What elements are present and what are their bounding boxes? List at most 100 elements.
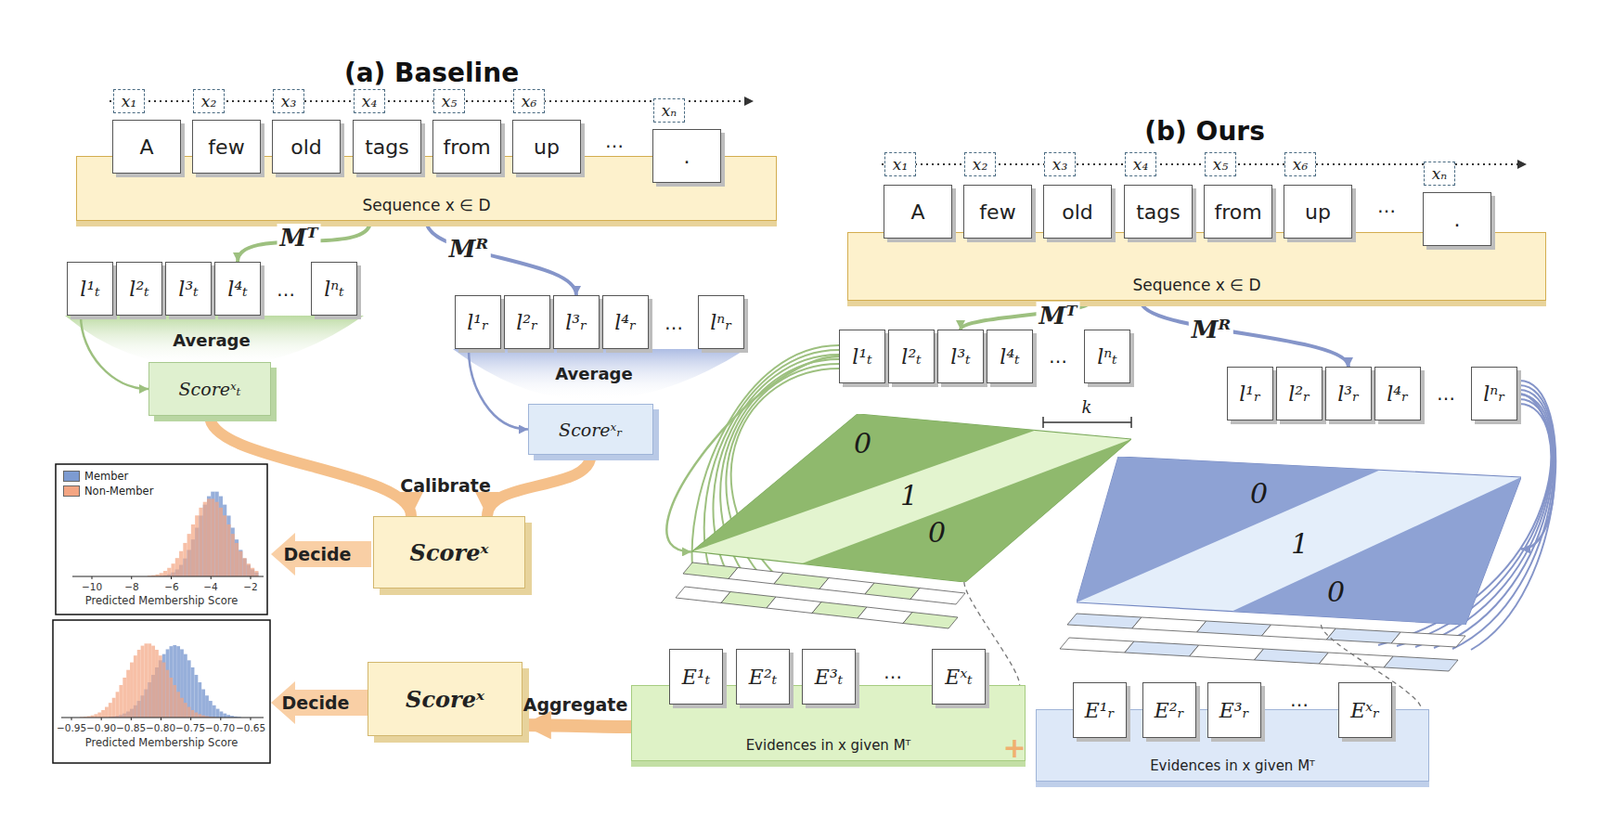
step-label: Average xyxy=(172,330,250,350)
evidence-band: Evidences in x given MᵀE¹ₜE²ₜE³ₜEˣₜ xyxy=(631,684,1026,762)
matrix-cell xyxy=(1132,617,1207,633)
ellipsis: … xyxy=(605,129,624,153)
ellipsis: … xyxy=(883,660,903,684)
window-size: k xyxy=(1082,397,1093,417)
token-box: . xyxy=(652,129,722,183)
connector xyxy=(80,315,149,389)
ellipsis: … xyxy=(1377,194,1396,218)
sequence-band: Sequence x ∈ DAfewoldtagsfromup. xyxy=(847,232,1547,301)
axis-title: Predicted Membership Score xyxy=(85,593,239,607)
histogram-bar xyxy=(191,709,195,718)
token-index: x₄ xyxy=(1124,152,1157,177)
matrix-cell xyxy=(1383,656,1459,671)
histogram-bar xyxy=(231,533,235,577)
token-index: x₄ xyxy=(353,89,386,114)
matrix-cell xyxy=(1254,648,1330,664)
histogram-bar xyxy=(167,567,171,577)
histogram-bar xyxy=(166,648,170,718)
loss-box: l²ₜ xyxy=(888,329,935,384)
histogram-bar xyxy=(191,667,195,718)
average-fan xyxy=(64,315,364,366)
histogram-bar xyxy=(206,496,211,577)
histogram-bar xyxy=(234,539,239,577)
node-text: A xyxy=(139,135,154,159)
histogram-bar xyxy=(231,527,235,577)
histogram-bar xyxy=(159,572,164,577)
token-index: x₃ xyxy=(272,89,305,114)
node-text: x₁ xyxy=(892,154,908,174)
node-text: l¹ᵣ xyxy=(466,310,490,335)
evidence-box: E³ᵣ xyxy=(1207,682,1262,738)
histogram-bar xyxy=(147,643,152,718)
node-text: E¹ᵣ xyxy=(1084,698,1116,723)
connector xyxy=(468,348,529,430)
token-index: x₅ xyxy=(1204,152,1237,177)
axis-tick: −2 xyxy=(243,580,258,593)
histogram-bar xyxy=(222,713,227,718)
loss-box: l¹ᵣ xyxy=(454,295,502,349)
node-text: x₄ xyxy=(1133,154,1149,174)
token-index: x₁ xyxy=(113,89,145,114)
histogram-bar xyxy=(143,643,148,718)
histogram-bar xyxy=(206,498,211,577)
loss-box: l¹ₜ xyxy=(66,261,114,316)
model-label: Mᵀ xyxy=(1036,301,1081,330)
histogram-bar xyxy=(169,677,174,718)
token-index: x₂ xyxy=(193,89,225,114)
histogram-bar xyxy=(242,558,246,577)
histogram-bar xyxy=(222,504,227,577)
loss-box: l³ₜ xyxy=(937,329,984,384)
legend-swatch xyxy=(63,485,80,497)
matrix-cell xyxy=(1326,628,1401,644)
axis-tick: −0.65 xyxy=(235,722,266,734)
histogram-bar xyxy=(234,542,239,577)
connector xyxy=(426,220,578,296)
matrix-zero-region xyxy=(801,438,1132,582)
matrix-value: 0 xyxy=(928,516,946,549)
token-box: A xyxy=(883,184,953,239)
loss-box: l²ᵣ xyxy=(503,295,551,349)
node-text: up xyxy=(1304,200,1331,224)
histogram-bar xyxy=(215,491,220,577)
token-index: xₙ xyxy=(653,98,685,123)
node-text: lⁿₜ xyxy=(1096,345,1117,369)
histogram-bar xyxy=(210,498,215,577)
node-text: l⁴ₜ xyxy=(227,277,247,301)
node-text: old xyxy=(290,135,323,159)
matrix-cell xyxy=(864,582,920,600)
node-text: few xyxy=(207,135,245,159)
node-text: tags xyxy=(1135,200,1181,224)
token-index: x₆ xyxy=(1284,152,1317,177)
histogram-bar xyxy=(210,491,215,577)
token-index: x₅ xyxy=(433,89,465,114)
node-text: A xyxy=(910,200,925,224)
histogram-bar xyxy=(180,697,184,718)
legend-text: Non-Member xyxy=(84,484,154,498)
node-text: x₅ xyxy=(441,91,457,111)
histogram-bar xyxy=(238,551,243,577)
axis-tick: −0.70 xyxy=(205,722,235,734)
histogram-bar xyxy=(212,705,217,718)
histogram-bar xyxy=(254,570,259,577)
histogram-bar xyxy=(179,551,183,577)
node-text: Scoreˣ xyxy=(410,539,490,567)
node-text: from xyxy=(442,135,491,159)
histogram-bar xyxy=(166,670,170,718)
node-text: l²ᵣ xyxy=(1288,382,1311,406)
connector xyxy=(237,220,371,262)
matrix-value: 1 xyxy=(1290,527,1309,560)
histogram-bar xyxy=(215,502,220,577)
mask-matrix: 010 xyxy=(1076,456,1522,625)
histogram-bar xyxy=(197,682,202,718)
histogram-bar xyxy=(187,533,192,577)
matrix-cell xyxy=(1124,641,1200,657)
token-box: from xyxy=(1203,184,1273,239)
histogram-bar xyxy=(242,557,246,577)
node-text: E¹ₜ xyxy=(682,665,710,689)
node-text: Sequence x ∈ D xyxy=(1132,275,1261,295)
loss-box: lⁿᵣ xyxy=(697,295,745,349)
score-box: Scoreˣ xyxy=(367,661,523,736)
connector xyxy=(487,454,592,517)
average-fan xyxy=(452,348,747,401)
histogram-bar xyxy=(118,684,123,718)
